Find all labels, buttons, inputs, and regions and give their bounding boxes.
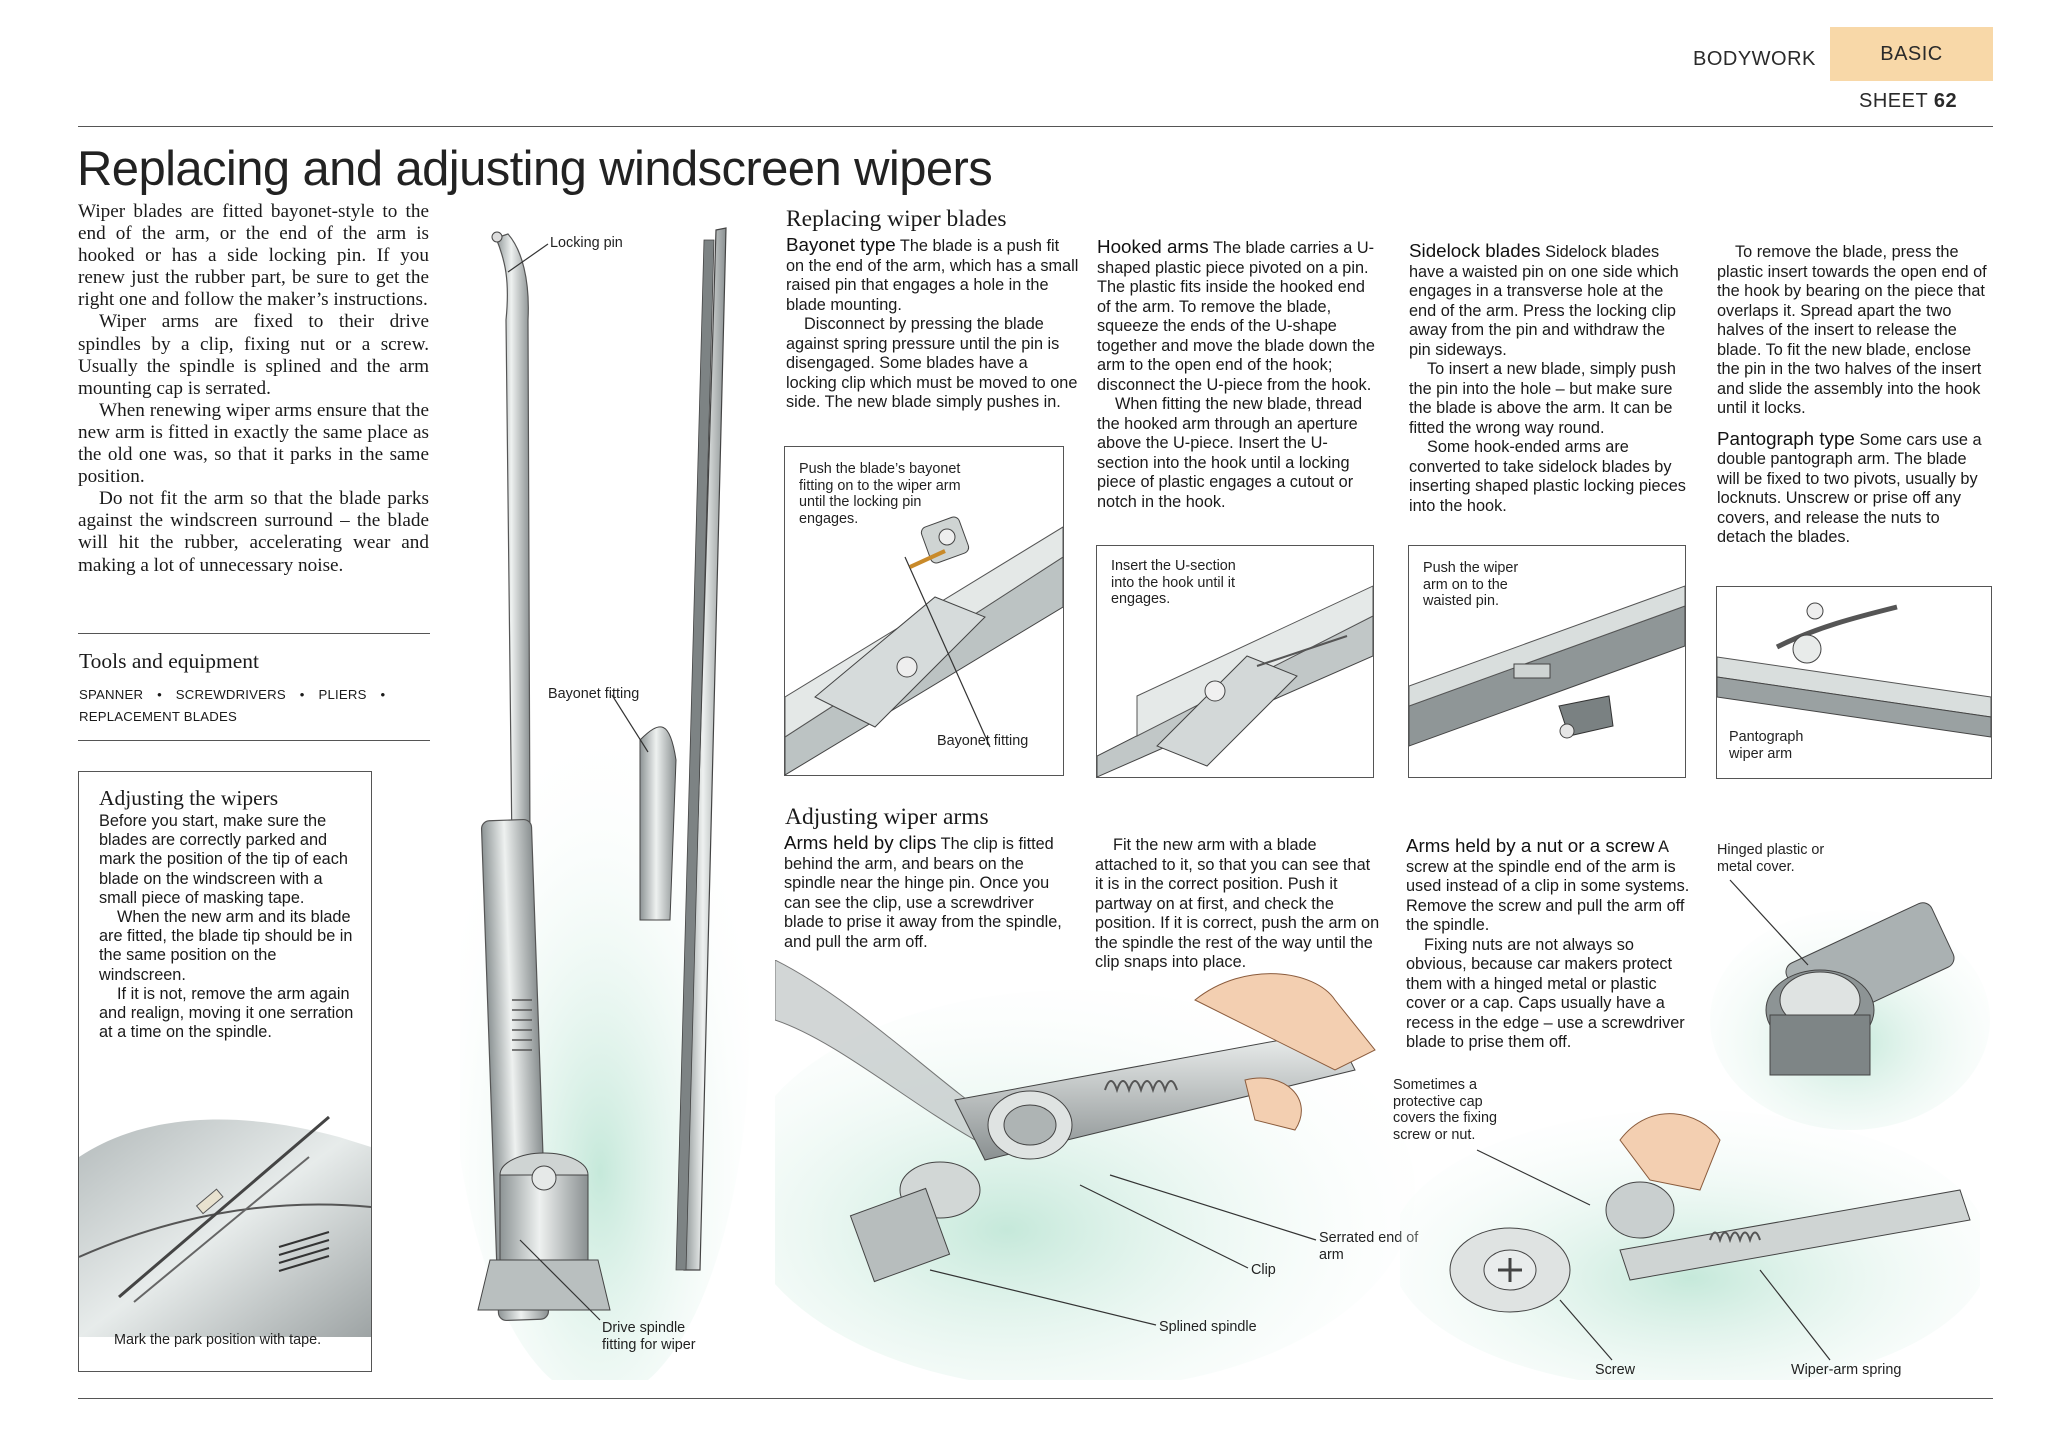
intro-paragraph: When renewing wiper arms ensure that the… xyxy=(78,399,429,488)
pantograph-detail-illustration xyxy=(1717,602,1991,738)
windscreen-tape-illustration xyxy=(79,1115,371,1337)
sidelock-text: Sidelock blades Sidelock blades have a w… xyxy=(1409,240,1686,515)
bayonet-fitting-box: Push the blade’s bayonet fitting on to t… xyxy=(784,446,1064,776)
sidelock-lead: Sidelock blades xyxy=(1409,240,1541,261)
tools-list: SPANNER • SCREWDRIVERS • PLIERS • REPLAC… xyxy=(79,687,386,724)
sheet-number-value: 62 xyxy=(1933,90,1958,112)
pantograph-text: To remove the blade, press the plastic i… xyxy=(1717,243,1987,546)
fit-text: Fit the new arm with a blade attached to… xyxy=(1095,836,1380,971)
serrated-end-label: Serrated end of arm xyxy=(1319,1230,1419,1263)
wiper-arm-illustration xyxy=(460,227,750,1380)
section-label: BODYWORK xyxy=(1693,48,1816,70)
wiper-arm-spring-label: Wiper-arm spring xyxy=(1791,1362,1902,1378)
clips-text: Arms held by clips The clip is fitted be… xyxy=(784,832,1062,951)
nut-screw-text: Arms held by a nut or a screw A screw at… xyxy=(1406,835,1690,1051)
pantograph-box-caption: Pantograph wiper arm xyxy=(1729,729,1804,762)
tool-item: PLIERS xyxy=(318,687,367,702)
hooked-arm-box: Insert the U-section into the hook until… xyxy=(1096,545,1374,778)
screw-label: Screw xyxy=(1595,1362,1635,1378)
clip-arm-illustration xyxy=(775,960,1415,1380)
clip-label: Clip xyxy=(1251,1262,1276,1278)
clips-lead: Arms held by clips xyxy=(784,832,937,853)
bayonet-text: Bayonet type The blade is a push fit on … xyxy=(786,234,1079,411)
protective-cap-label: Sometimes a protective cap covers the fi… xyxy=(1393,1077,1497,1143)
hooked-detail-illustration xyxy=(1097,585,1373,777)
sidelock-box-caption: Push the wiper arm on to the waisted pin… xyxy=(1423,560,1519,609)
pantograph-box: Pantograph wiper arm xyxy=(1716,586,1992,779)
bayonet-box-caption: Push the blade’s bayonet fitting on to t… xyxy=(799,461,961,527)
replacing-heading: Replacing wiper blades xyxy=(786,206,1007,232)
sheet-label: SHEET xyxy=(1859,90,1928,112)
tools-bottom-rule xyxy=(78,740,430,741)
tools-heading: Tools and equipment xyxy=(79,649,260,673)
sidelock-box: Push the wiper arm on to the waisted pin… xyxy=(1408,545,1686,778)
level-badge: BASIC xyxy=(1830,27,1993,81)
bayonet-box-label: Bayonet fitting xyxy=(937,733,1029,749)
sidelock-detail-illustration xyxy=(1409,585,1685,747)
bayonet-detail-illustration xyxy=(785,516,1063,775)
tool-item: SCREWDRIVERS xyxy=(175,687,286,702)
page-title: Replacing and adjusting windscreen wiper… xyxy=(77,142,993,196)
hooked-lead: Hooked arms xyxy=(1097,236,1209,257)
adjusting-text: Before you start, make sure the blades a… xyxy=(99,812,354,1042)
intro-paragraph: Wiper arms are fixed to their drive spin… xyxy=(78,311,429,399)
adjusting-heading: Adjusting the wipers xyxy=(99,786,279,810)
adjusting-caption: Mark the park position with tape. xyxy=(114,1332,322,1348)
adjusting-wipers-box: Adjusting the wipers Before you start, m… xyxy=(78,771,372,1372)
footer-rule xyxy=(78,1398,1993,1399)
locking-pin-label: Locking pin xyxy=(550,235,623,251)
sheet-number: SHEET 62 xyxy=(1859,90,1957,113)
hinged-cover-illustration xyxy=(1710,902,1990,1130)
splined-spindle-label: Splined spindle xyxy=(1159,1319,1257,1335)
nut-screw-lead: Arms held by a nut or a screw xyxy=(1406,835,1655,856)
adjusting-arms-heading: Adjusting wiper arms xyxy=(785,804,989,830)
hinged-cover-label: Hinged plastic or metal cover. xyxy=(1717,842,1825,875)
hooked-box-caption: Insert the U-section into the hook until… xyxy=(1111,558,1236,607)
tool-item: REPLACEMENT BLADES xyxy=(79,709,237,724)
intro-paragraph: Do not fit the arm so that the blade par… xyxy=(78,488,429,576)
bayonet-lead: Bayonet type xyxy=(786,234,896,255)
drive-spindle-label: Drive spindle fitting for wiper xyxy=(602,1320,696,1353)
pantograph-lead: Pantograph type xyxy=(1717,427,1855,449)
intro-text: Wiper blades are fitted bayonet-style to… xyxy=(78,201,429,577)
header-rule xyxy=(78,126,1993,127)
intro-paragraph: Wiper blades are fitted bayonet-style to… xyxy=(78,201,429,311)
bayonet-fitting-label: Bayonet fitting xyxy=(548,686,640,702)
hooked-text: Hooked arms The blade carries a U-shaped… xyxy=(1097,236,1375,511)
tools-top-rule xyxy=(78,633,430,634)
tool-item: SPANNER xyxy=(79,687,144,702)
